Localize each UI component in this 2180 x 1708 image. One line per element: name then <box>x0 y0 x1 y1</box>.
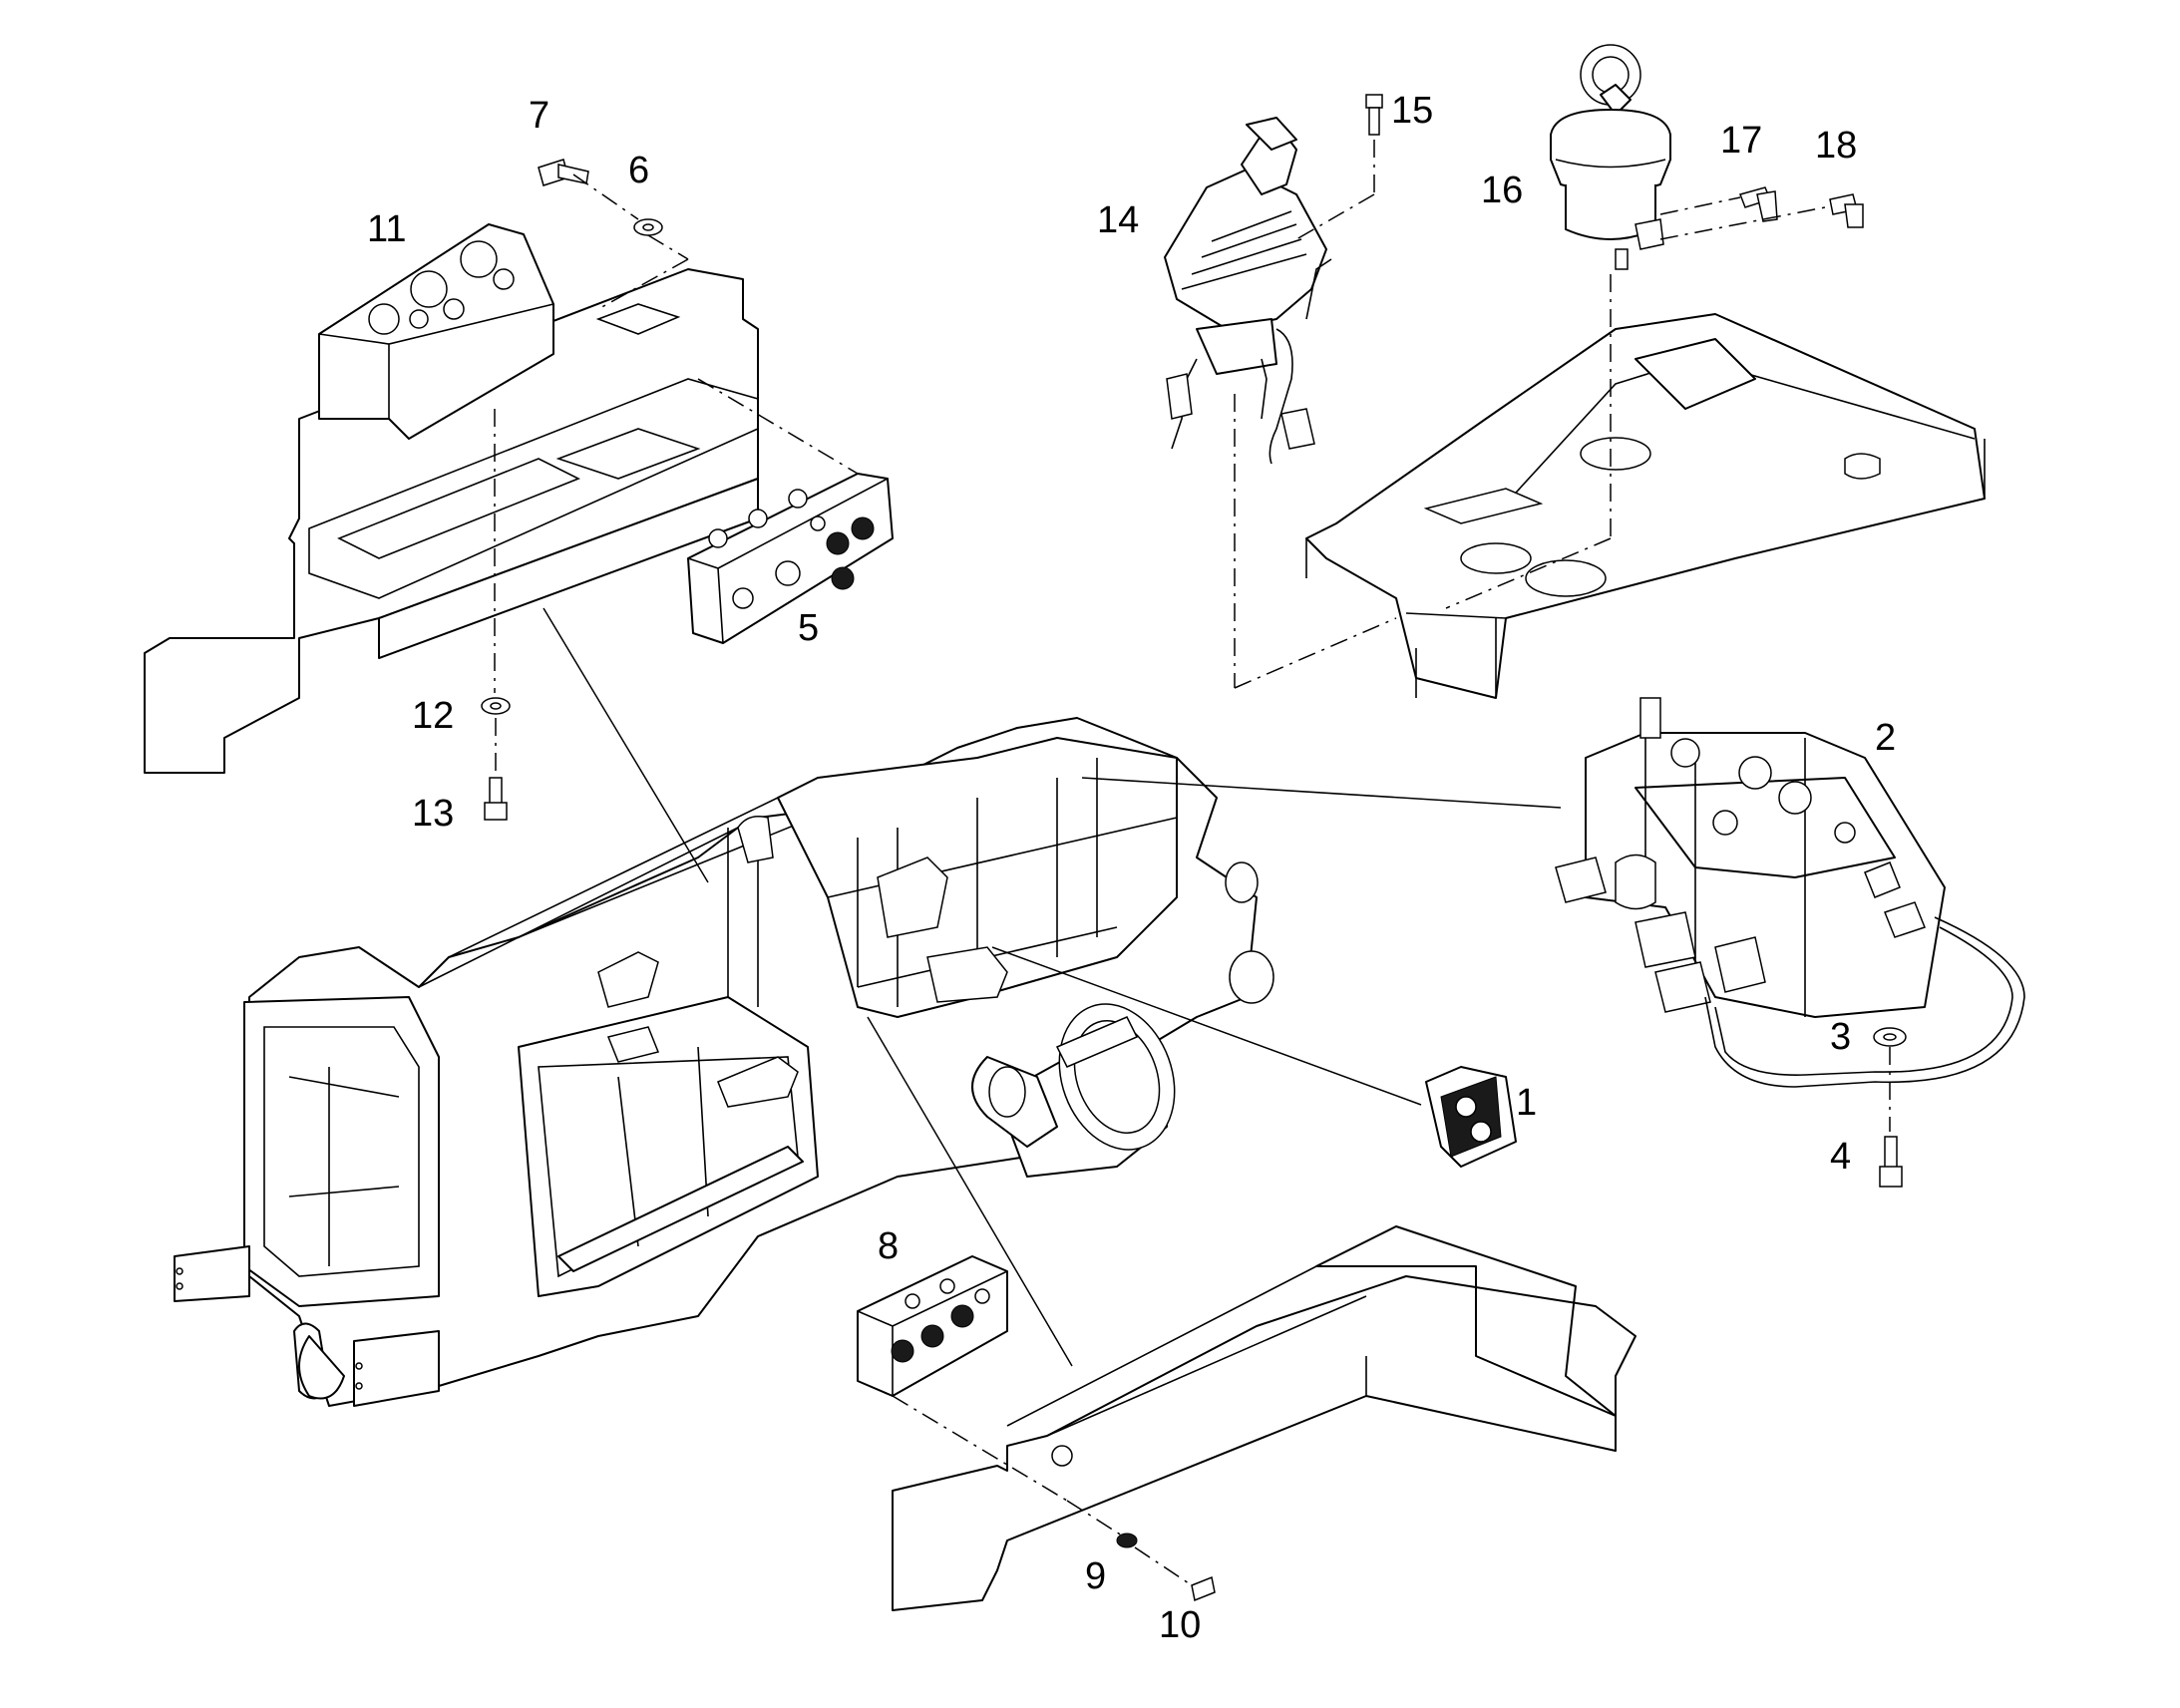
part-1-connector-block <box>1425 1066 1517 1168</box>
part-2-control-valve <box>1555 697 2025 1088</box>
callout-4: 4 <box>1830 1136 1851 1178</box>
callout-16: 16 <box>1481 170 1523 211</box>
callout-3: 3 <box>1830 1016 1851 1058</box>
assembly-lines <box>494 140 1891 1584</box>
part-3-washer <box>1873 1027 1907 1047</box>
callout-10: 10 <box>1159 1604 1201 1646</box>
chassis-frame <box>174 717 1274 1407</box>
part-16-reservoir <box>1550 44 1671 270</box>
part-18-elbow-fitting <box>1829 193 1864 228</box>
callout-2: 2 <box>1875 717 1896 759</box>
part-14-joystick <box>1164 117 1332 465</box>
callout-17: 17 <box>1720 120 1762 162</box>
part-15-screw <box>1365 94 1383 136</box>
callout-15: 15 <box>1391 90 1433 132</box>
bottom-floor-plate <box>892 1225 1636 1611</box>
callout-12: 12 <box>412 695 454 737</box>
part-11-distribution-block <box>318 223 554 440</box>
callout-8: 8 <box>878 1225 899 1267</box>
callout-18: 18 <box>1815 125 1857 167</box>
callout-11: 11 <box>367 208 406 250</box>
part-7-screw <box>538 159 589 186</box>
valve-fittings <box>1555 697 1926 1013</box>
part-13-bolt <box>484 777 508 821</box>
callout-9: 9 <box>1085 1555 1106 1597</box>
part-10-screw <box>1191 1575 1216 1602</box>
callout-7: 7 <box>529 95 549 137</box>
callout-1: 1 <box>1516 1082 1537 1124</box>
part-4-bolt <box>1879 1136 1903 1188</box>
callout-5: 5 <box>798 607 819 649</box>
part-6-washer <box>633 218 663 236</box>
cab-floor-panel <box>1305 313 1986 699</box>
part-12-washer <box>481 697 511 715</box>
part-17-elbow-fitting <box>1739 186 1778 222</box>
leader-lines <box>543 607 1562 1367</box>
part-9-washer <box>1116 1533 1138 1548</box>
callout-labels: 1 2 3 4 5 6 7 8 9 10 11 12 13 14 15 16 1… <box>367 90 1896 1646</box>
callout-14: 14 <box>1097 199 1139 241</box>
callout-6: 6 <box>628 150 649 191</box>
part-8-manifold-block <box>857 1255 1008 1397</box>
callout-13: 13 <box>412 793 454 835</box>
